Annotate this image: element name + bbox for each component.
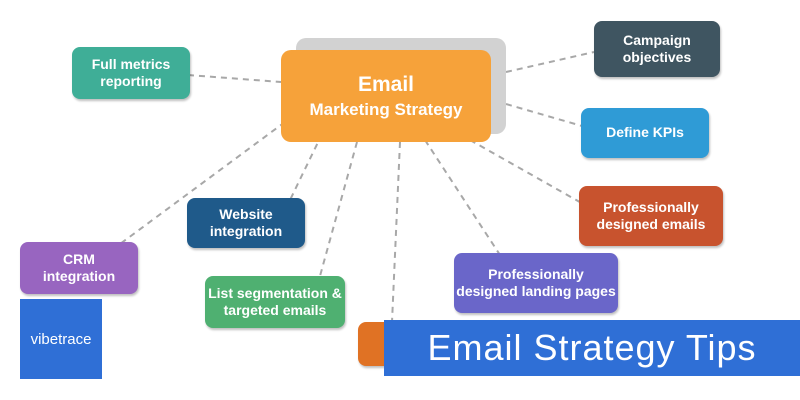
conn-list [319,141,358,277]
conn-crm [119,121,286,245]
connector-lines [119,51,595,323]
conn-website [289,133,323,201]
node-list-segmentation: List segmentation & targeted emails [205,276,345,328]
banner-title: Email Strategy Tips [384,320,800,376]
conn-landing [424,139,501,256]
center-title-line1: Email [357,73,415,97]
node-designed-emails: Professionally designed emails [579,186,723,246]
vibetrace-logo: vibetrace [20,299,102,379]
node-crm-integration: CRM integration [20,242,138,294]
conn-emails [469,139,586,206]
node-define-kpis: Define KPIs [581,108,709,158]
node-campaign-objectives: Campaign objectives [594,21,720,77]
node-website-integration: Website integration [187,198,305,248]
node-designed-landing-pages: Professionally designed landing pages [454,253,618,313]
conn-metrics [187,74,282,83]
conn-kpis [505,103,583,127]
conn-partial [391,141,401,323]
center-node-email-marketing-strategy: Email Marketing Strategy [281,50,491,142]
center-title-line2: Marketing Strategy [309,99,463,119]
conn-campaign [505,51,595,73]
node-full-metrics-reporting: Full metrics reporting [72,47,190,99]
